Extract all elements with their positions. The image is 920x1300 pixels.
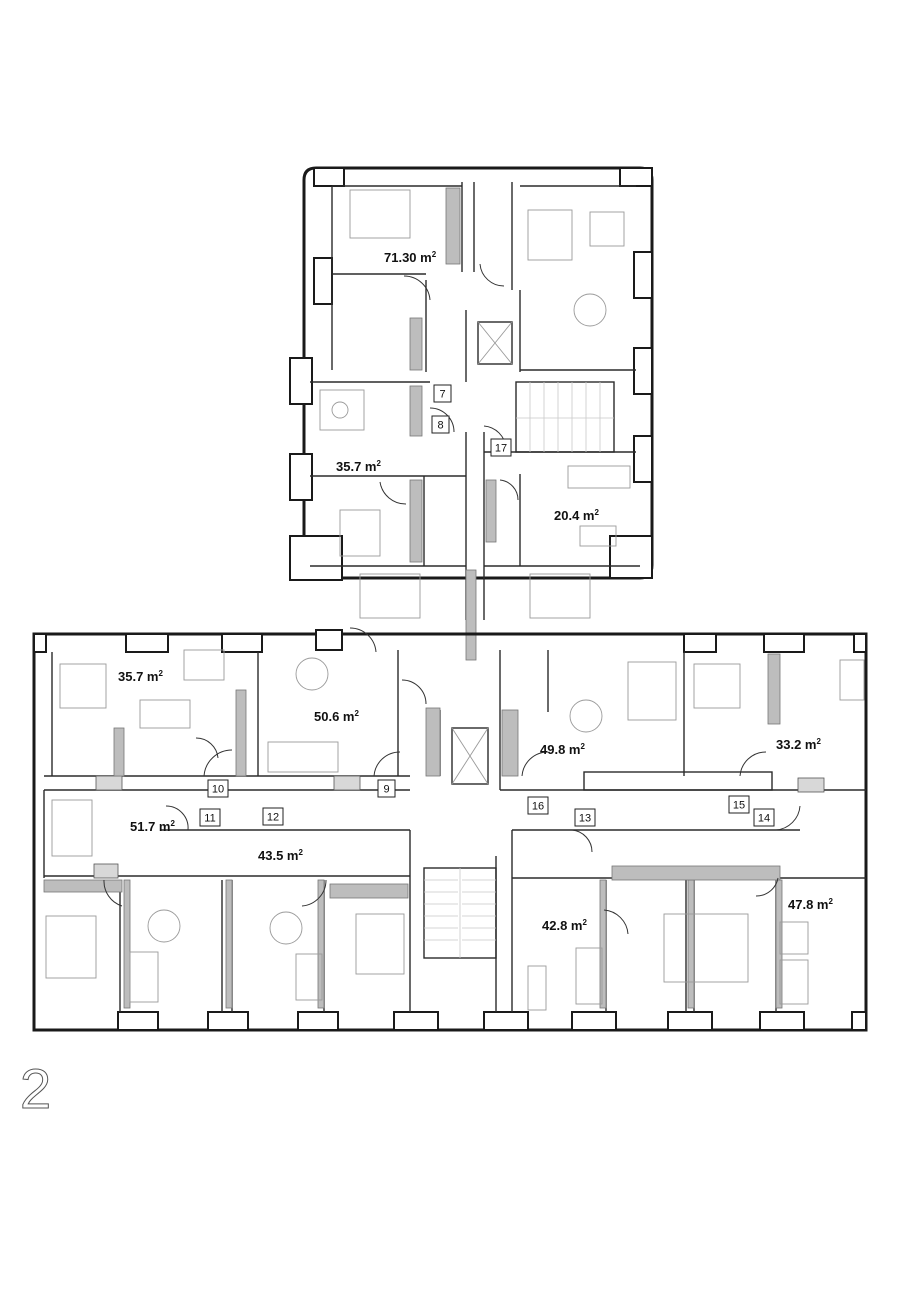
area-label-50-6: 50.6 m2: [314, 709, 359, 724]
floor-number: 2: [20, 1057, 51, 1120]
area-label-35-7-north: 35.7 m2: [336, 459, 381, 474]
area-label-71-30: 71.30 m2: [384, 250, 437, 265]
unit-number-box: 8: [431, 415, 450, 434]
area-label-43-5: 43.5 m2: [258, 848, 303, 863]
unit-number-box: 17: [490, 438, 512, 457]
unit-numbers: 7 8 17 9 10 11 12 13: [199, 384, 775, 827]
area-labels: 71.30 m2 35.7 m2 20.4 m2 35.7 m2 50.6 m2…: [118, 250, 833, 933]
north-wing: [289, 166, 654, 661]
area-label-33-2: 33.2 m2: [776, 737, 821, 752]
area-label-35-7-west: 35.7 m2: [118, 669, 163, 684]
unit-number-box: 16: [527, 796, 549, 815]
svg-text:8: 8: [437, 420, 443, 432]
svg-text:14: 14: [758, 813, 770, 825]
svg-text:12: 12: [267, 812, 279, 824]
svg-text:11: 11: [204, 813, 215, 825]
unit-number-box: 13: [574, 808, 596, 827]
area-label-47-8: 47.8 m2: [788, 897, 833, 912]
unit-number-box: 11: [199, 808, 221, 827]
svg-text:10: 10: [212, 784, 224, 796]
unit-number-box: 14: [753, 808, 775, 827]
area-label-49-8: 49.8 m2: [540, 742, 585, 757]
area-label-51-7: 51.7 m2: [130, 819, 175, 834]
svg-text:15: 15: [733, 800, 745, 812]
area-label-20-4: 20.4 m2: [554, 508, 599, 523]
area-label-42-8: 42.8 m2: [542, 918, 587, 933]
unit-number-box: 7: [433, 384, 452, 403]
unit-number-box: 9: [377, 779, 396, 798]
unit-number-box: 15: [728, 795, 750, 814]
main-block: [32, 627, 868, 1032]
unit-number-box: 12: [262, 807, 284, 826]
svg-text:9: 9: [383, 784, 389, 796]
svg-text:13: 13: [579, 813, 591, 825]
svg-text:7: 7: [439, 389, 445, 401]
unit-number-box: 10: [207, 779, 229, 798]
svg-text:16: 16: [532, 801, 544, 813]
svg-text:17: 17: [495, 443, 507, 455]
